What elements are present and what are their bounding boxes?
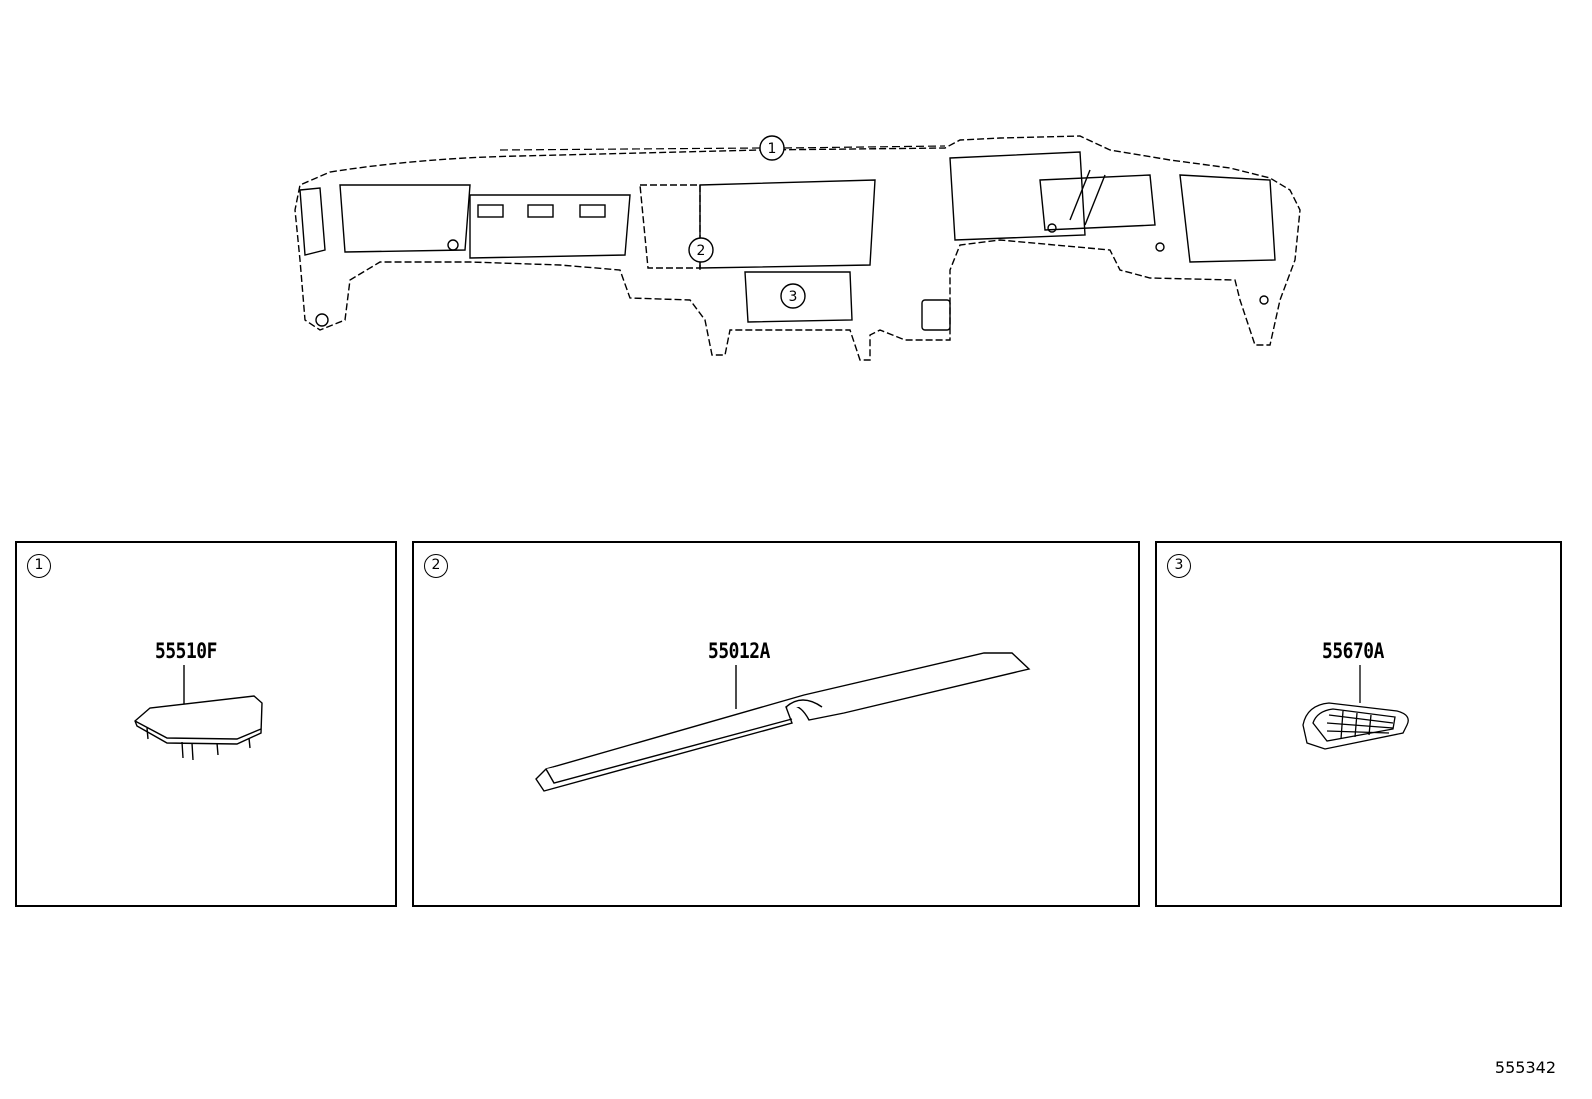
detail-panel-1: 1 55510F: [15, 541, 397, 907]
panel-marker-3: 3: [1167, 554, 1191, 578]
detail-panel-2: 2 55012A: [412, 541, 1140, 907]
svg-text:2: 2: [697, 243, 706, 259]
drawing-number: 555342: [1494, 1058, 1556, 1077]
svg-text:3: 3: [789, 289, 798, 305]
instrument-panel-pad-icon: [535, 652, 1031, 792]
air-vent-register-icon: [1302, 665, 1409, 750]
svg-text:1: 1: [768, 141, 777, 157]
detail-panel-3: 3 55670A: [1155, 541, 1562, 907]
glove-box-lid-icon: [134, 665, 263, 761]
overview-callout-2: 2: [688, 237, 714, 263]
instrument-panel-assembly-drawing: 1 2 3: [294, 135, 1301, 361]
overview-callout-1: 1: [759, 135, 785, 161]
part-number-55670A[interactable]: 55670A: [1322, 639, 1384, 663]
overview-callout-3: 3: [780, 283, 806, 309]
panel-marker-1: 1: [27, 554, 51, 578]
panel-marker-2: 2: [424, 554, 448, 578]
part-number-55510F[interactable]: 55510F: [155, 639, 217, 663]
part-number-55012A[interactable]: 55012A: [708, 639, 770, 663]
